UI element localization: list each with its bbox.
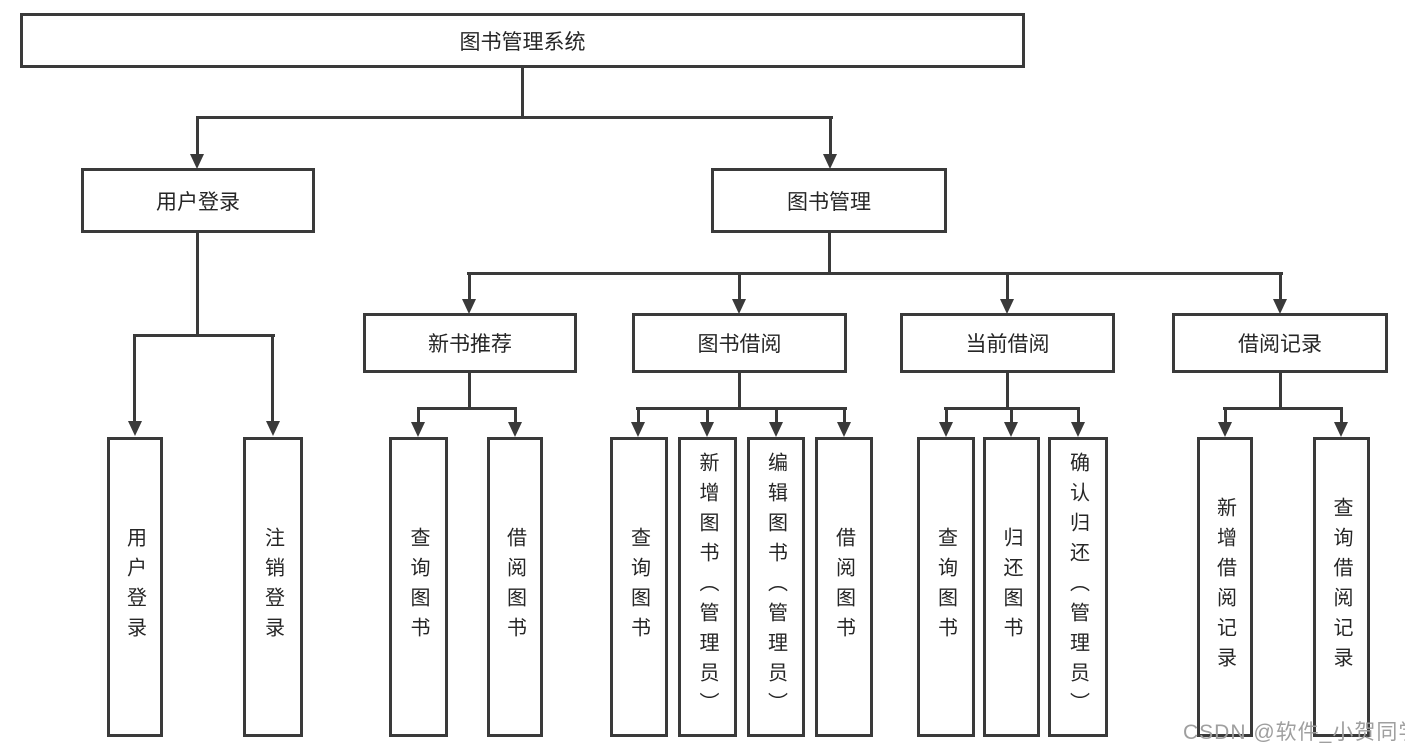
new-books-drop-line (468, 272, 471, 300)
node-borrowing-records-label: 借阅记录 (1238, 333, 1322, 356)
level3-hbar-line (467, 272, 1283, 275)
leaf-logout: 注销登录 (243, 437, 303, 737)
csdn-watermark: CSDN @软件_小贺同学 (1183, 721, 1405, 744)
book-mgmt-arrowhead (823, 154, 837, 169)
new-books-arrowhead (462, 299, 476, 314)
leaf-nb-query-books-label: 查询图书 (407, 527, 429, 647)
leaf-nb-query-books: 查询图书 (389, 437, 448, 737)
node-book-management-label: 图书管理 (787, 190, 871, 214)
user-login-stem-line (196, 233, 199, 337)
leaf-br-query-record: 查询借阅记录 (1313, 437, 1370, 737)
node-current-borrowing-label: 当前借阅 (965, 333, 1050, 356)
book-mgmt-stem-line (828, 233, 831, 275)
leaf-nb-borrow-books: 借阅图书 (487, 437, 543, 737)
leaf-nb-borrow-books-label: 借阅图书 (503, 527, 526, 647)
group-b4-drop-line (843, 407, 846, 423)
level2-hbar-line (196, 116, 833, 119)
node-root: 图书管理系统 (20, 13, 1025, 68)
current-borrow-drop-line (1006, 272, 1009, 300)
leaf-cb-confirm-return-admin-label: 确认归还（管理员） (1066, 452, 1089, 722)
group-c1-arrowhead (939, 422, 953, 437)
borrow-record-arrowhead (1273, 299, 1287, 314)
group-b2-drop-line (706, 407, 709, 423)
leaf-user-login-label: 用户登录 (123, 527, 146, 647)
leaf-bb-edit-books-admin-label: 编辑图书（管理员） (764, 452, 787, 722)
leaf-br-query-record-label: 查询借阅记录 (1330, 497, 1352, 677)
leaf-bb-borrow-books-label: 借阅图书 (832, 527, 855, 647)
leaf-bb-borrow-books: 借阅图书 (815, 437, 873, 737)
group-b-stem-line (738, 373, 741, 410)
group-c-stem-line (1006, 373, 1009, 410)
group-c3-drop-line (1077, 407, 1080, 423)
book-borrow-drop-line (738, 272, 741, 300)
leaf-cb-confirm-return-admin: 确认归还（管理员） (1048, 437, 1108, 737)
group-b2-arrowhead (700, 422, 714, 437)
group-c2-drop-line (1010, 407, 1013, 423)
leaf-bb-add-books-admin-label: 新增图书（管理员） (696, 452, 718, 722)
group-a-hbar-line (417, 407, 517, 410)
group-b4-arrowhead (837, 422, 851, 437)
leaf-cb-query-books: 查询图书 (917, 437, 975, 737)
node-user-login: 用户登录 (81, 168, 315, 233)
book-borrow-arrowhead (732, 299, 746, 314)
group-b3-drop-line (775, 407, 778, 423)
group-b1-drop-line (637, 407, 640, 423)
current-borrow-arrowhead (1000, 299, 1014, 314)
node-book-management: 图书管理 (711, 168, 947, 233)
leaf-br-add-record: 新增借阅记录 (1197, 437, 1253, 737)
leaf-bb-edit-books-admin: 编辑图书（管理员） (747, 437, 805, 737)
node-current-borrowing: 当前借阅 (900, 313, 1115, 373)
group-d2-drop-line (1340, 407, 1343, 423)
leaf-user-login: 用户登录 (107, 437, 163, 737)
group-c3-arrowhead (1071, 422, 1085, 437)
borrow-record-drop-line (1279, 272, 1282, 300)
group-b3-arrowhead (769, 422, 783, 437)
leaf-logout-arrowhead (266, 421, 280, 436)
group-d-stem-line (1279, 373, 1282, 410)
user-login-drop-line (196, 116, 199, 155)
leaf-bb-add-books-admin: 新增图书（管理员） (678, 437, 737, 737)
group-b1-arrowhead (631, 422, 645, 437)
group-d1-arrowhead (1218, 422, 1232, 437)
group-d-hbar-line (1223, 407, 1343, 410)
leaf-br-add-record-label: 新增借阅记录 (1213, 497, 1236, 677)
node-root-label: 图书管理系统 (459, 30, 586, 54)
group-c2-arrowhead (1004, 422, 1018, 437)
group-a1-drop-line (417, 407, 420, 423)
leaf-logout-label: 注销登录 (261, 527, 284, 647)
leaf-user-login-arrowhead (128, 421, 142, 436)
leaf-bb-query-books: 查询图书 (610, 437, 668, 737)
leaf-bb-query-books-label: 查询图书 (627, 527, 650, 647)
node-new-book-recommend: 新书推荐 (363, 313, 577, 373)
group-d1-drop-line (1224, 407, 1227, 423)
leaf-cb-query-books-label: 查询图书 (934, 527, 957, 647)
group-a2-drop-line (514, 407, 517, 423)
group-a-stem-line (468, 373, 471, 410)
leaf-user-login-drop-line (133, 334, 136, 421)
leaf-cb-return-books-label: 归还图书 (1000, 527, 1022, 647)
book-mgmt-drop-line (829, 116, 832, 155)
group-a1-arrowhead (411, 422, 425, 437)
group-b-hbar-line (636, 407, 847, 410)
node-user-login-label: 用户登录 (156, 190, 240, 214)
node-new-book-recommend-label: 新书推荐 (428, 333, 512, 356)
leaf-cb-return-books: 归还图书 (983, 437, 1040, 737)
group-a2-arrowhead (508, 422, 522, 437)
user-login-arrowhead (190, 154, 204, 169)
node-borrowing-records: 借阅记录 (1172, 313, 1388, 373)
node-book-borrowing-label: 图书借阅 (697, 333, 782, 356)
node-book-borrowing: 图书借阅 (632, 313, 847, 373)
leaf-logout-drop-line (271, 334, 274, 421)
group-c1-drop-line (945, 407, 948, 423)
user-login-hbar-line (133, 334, 275, 337)
group-d2-arrowhead (1334, 422, 1348, 437)
root-stem-line (521, 68, 524, 118)
